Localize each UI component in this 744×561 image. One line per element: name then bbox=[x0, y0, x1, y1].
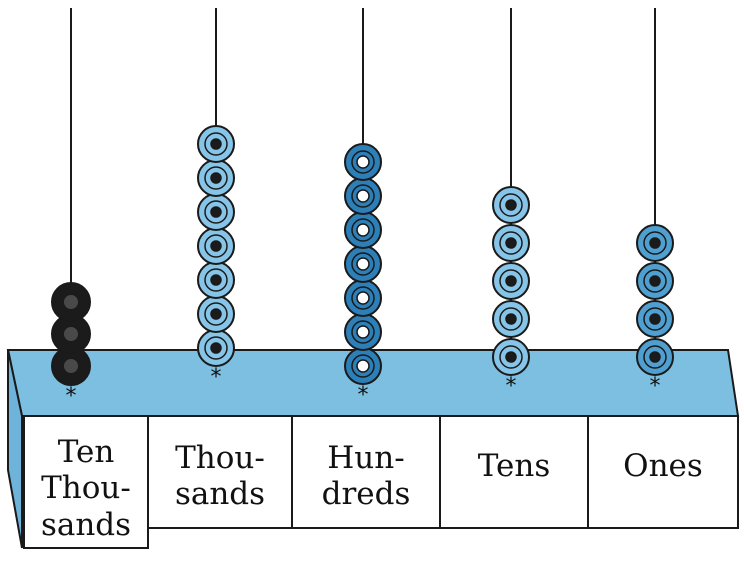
bead-ones bbox=[636, 224, 674, 262]
rod-base-marker: * bbox=[506, 374, 517, 399]
bead-tens bbox=[492, 262, 530, 300]
rod-base-marker: * bbox=[358, 383, 369, 408]
bead-tenthousands bbox=[51, 282, 91, 322]
bead-ones bbox=[636, 262, 674, 300]
bead-hundreds bbox=[344, 245, 382, 283]
place-value-box-ones bbox=[587, 415, 739, 529]
bead-ones bbox=[636, 300, 674, 338]
place-value-label-hundreds: Hun- bbox=[327, 440, 404, 476]
bead-thousands bbox=[197, 159, 235, 197]
place-value-label-tenthousands: Ten bbox=[58, 434, 115, 470]
place-value-label-thousands: sands bbox=[175, 476, 265, 512]
bead-tens bbox=[492, 300, 530, 338]
rod-base-marker: * bbox=[650, 374, 661, 399]
place-value-box-thousands bbox=[147, 415, 293, 529]
bead-thousands bbox=[197, 295, 235, 333]
bead-tens bbox=[492, 186, 530, 224]
bead-ones bbox=[636, 338, 674, 376]
bead-hundreds bbox=[344, 211, 382, 249]
bead-thousands bbox=[197, 193, 235, 231]
bead-tenthousands bbox=[51, 314, 91, 354]
bead-hundreds bbox=[344, 279, 382, 317]
place-value-label-ones: Ones bbox=[623, 448, 703, 484]
place-value-label-thousands: Thou- bbox=[175, 440, 265, 476]
rod-base-marker: * bbox=[66, 384, 77, 409]
place-value-label-tenthousands: Thou- bbox=[41, 470, 131, 506]
bead-thousands bbox=[197, 125, 235, 163]
place-value-box-tenthousands bbox=[23, 415, 149, 549]
bead-thousands bbox=[197, 329, 235, 367]
place-value-box-hundreds bbox=[291, 415, 441, 529]
bead-thousands bbox=[197, 261, 235, 299]
bead-tens bbox=[492, 224, 530, 262]
bead-hundreds bbox=[344, 347, 382, 385]
rod-base-marker: * bbox=[211, 365, 222, 390]
place-value-label-tenthousands: sands bbox=[41, 507, 131, 543]
bead-hundreds bbox=[344, 313, 382, 351]
bead-tens bbox=[492, 338, 530, 376]
place-value-label-hundreds: dreds bbox=[322, 476, 411, 512]
bead-hundreds bbox=[344, 177, 382, 215]
abacus-base-side bbox=[7, 349, 23, 549]
bead-thousands bbox=[197, 227, 235, 265]
place-value-label-tens: Tens bbox=[478, 448, 551, 484]
bead-hundreds bbox=[344, 143, 382, 181]
